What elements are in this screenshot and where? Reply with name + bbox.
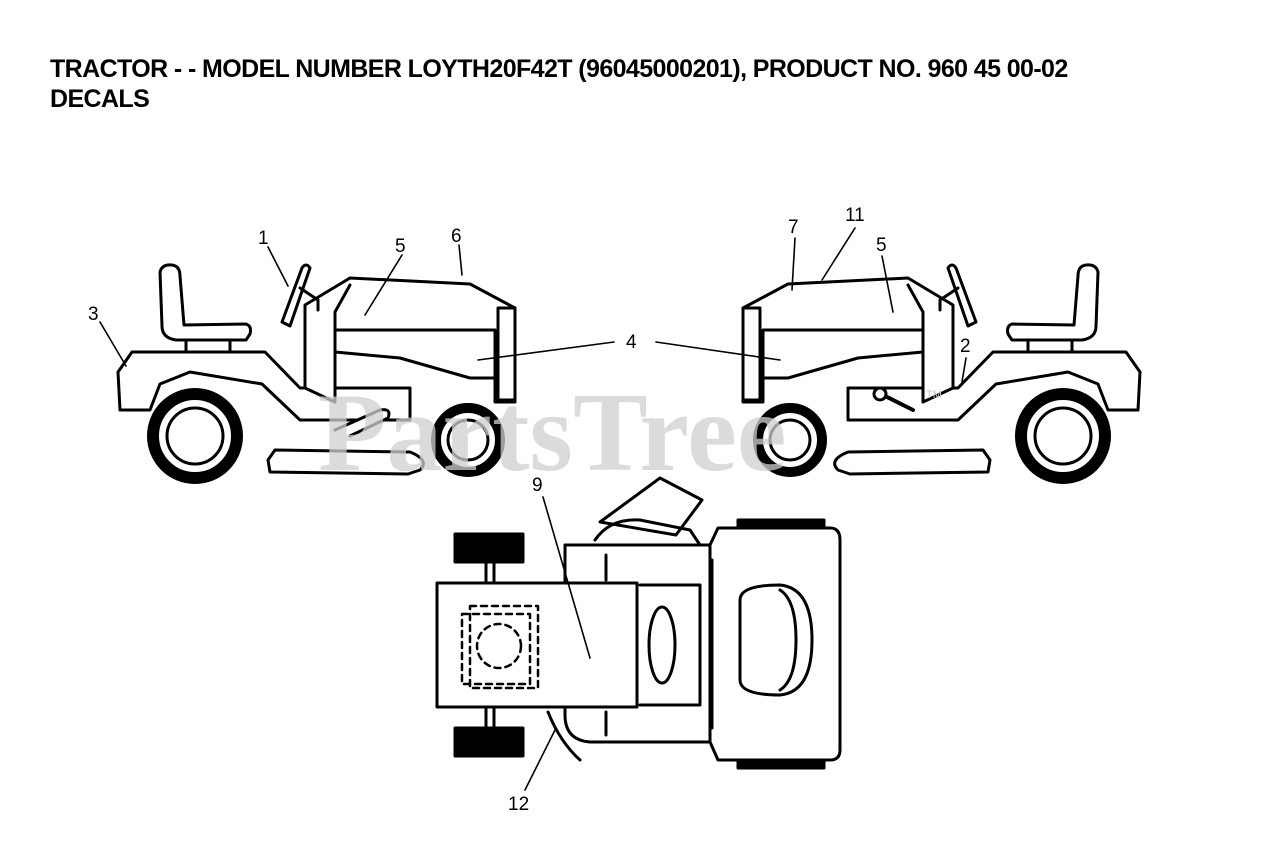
tractor-right-view [741, 263, 1142, 484]
callout-5-left: 5 [395, 236, 406, 257]
leader-lines [99, 227, 967, 791]
diagram-subtitle: DECALS [50, 85, 150, 113]
diagram-title: TRACTOR - - MODEL NUMBER LOYTH20F42T (96… [50, 55, 1068, 83]
callout-7: 7 [788, 217, 799, 238]
callout-9: 9 [532, 475, 543, 496]
callout-2: 2 [960, 336, 971, 357]
callout-4: 4 [626, 332, 637, 353]
callout-3: 3 [88, 304, 99, 325]
watermark-tm: TM [926, 389, 942, 401]
callout-11: 11 [845, 205, 865, 226]
callout-5-right: 5 [876, 235, 887, 256]
callout-1: 1 [258, 228, 269, 249]
watermark-text: PartsTree [318, 371, 787, 495]
callout-12: 12 [508, 794, 529, 815]
callout-6: 6 [451, 226, 462, 247]
tractor-left-view [116, 263, 517, 484]
tractor-top-view [435, 476, 842, 770]
